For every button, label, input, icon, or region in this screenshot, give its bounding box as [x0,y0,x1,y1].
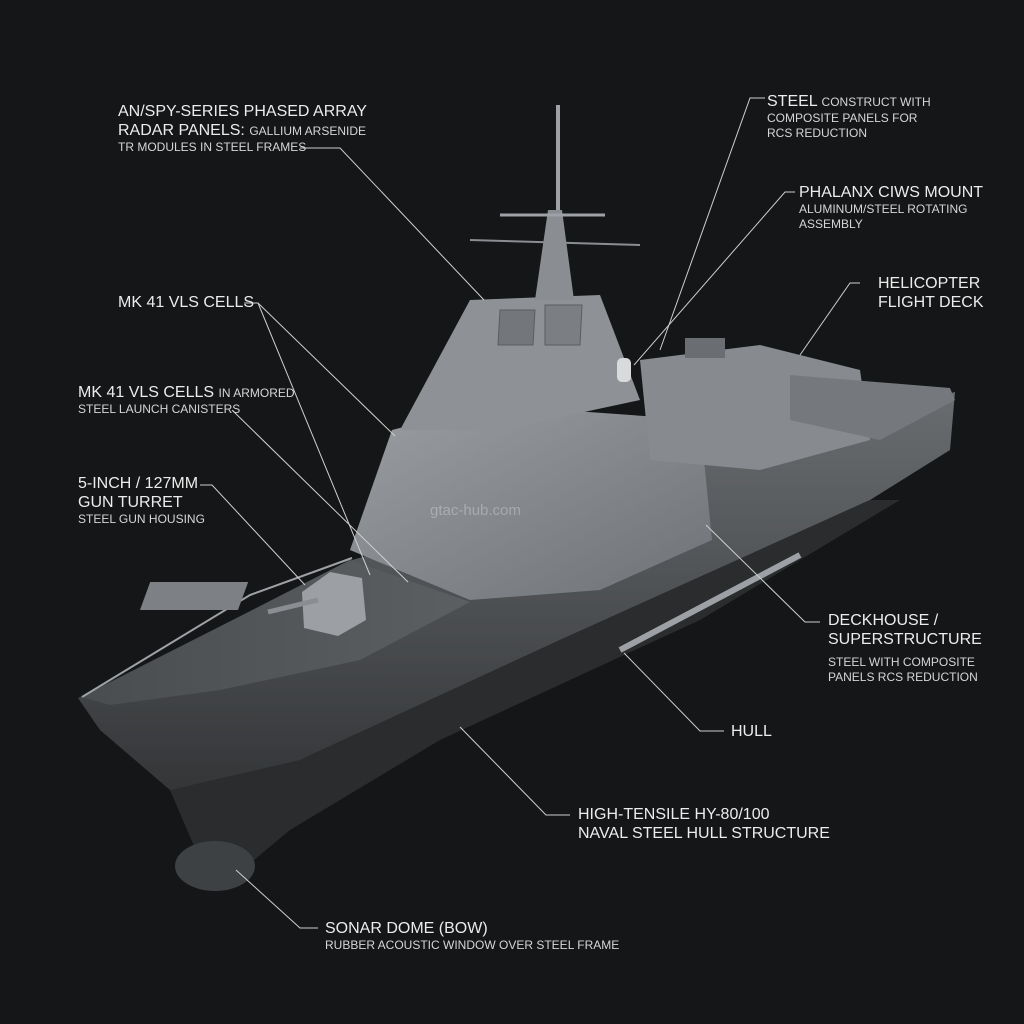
radar-label-line2-main: RADAR PANELS: [118,122,245,140]
leader-radar [300,147,485,301]
leader-steel [659,97,765,351]
forward-superstructure [350,405,712,600]
vls1-label-main: MK 41 VLS CELLS [118,294,255,311]
helo-label-line2: FLIGHT DECK [878,294,984,312]
radar-label-line3: TR MODULES IN STEEL FRAMES [118,140,307,155]
gun-barrel [267,597,319,615]
deckhouse-label-line1: DECKHOUSE / [828,612,939,629]
callout-phalanx: PHALANX CIWS MOUNT ALUMINUM/STEEL ROTATI… [799,183,983,231]
callout-radar: AN/SPY-SERIES PHASED ARRAY RADAR PANELS:… [118,102,367,155]
vls2-label-main-sub: IN ARMORED [218,386,295,400]
callout-helo: HELICOPTER FLIGHT DECK [878,274,984,312]
leader-phalanx [633,191,795,366]
steel-label-line2: COMPOSITE PANELS FOR [767,111,918,126]
radar-panel-side [497,309,536,346]
callout-gun: 5-INCH / 127MM GUN TURRET STEEL GUN HOUS… [78,474,205,527]
phalanx-label-line3: ASSEMBLY [799,216,863,231]
steel-label-main-sub: CONSTRUCT WITH [821,95,931,109]
leader-deckhouse [705,524,820,623]
helicopter-deck [790,375,955,440]
phalanx-label-line2: ALUMINUM/STEEL ROTATING [799,202,968,217]
leader-vls1b [257,302,371,576]
hull-lower [170,500,900,880]
yardarm-lower [469,239,641,246]
sonar-dome [175,841,255,891]
deckhouse-label-line3: STEEL WITH COMPOSITE [828,655,975,670]
callout-vls1: MK 41 VLS CELLS [118,293,254,312]
radar-label-line2-sub: GALLIUM ARSENIDE [249,124,367,139]
deckhouse-label-line2: SUPERSTRUCTURE [828,631,982,649]
main-deck [82,560,470,705]
gun-label-line2: GUN TURRET [78,494,183,512]
leader-vls2 [231,409,409,583]
callout-deckhouse: DECKHOUSE / SUPERSTRUCTURE STEEL WITH CO… [828,611,982,684]
steel-label-main: STEEL [767,93,818,110]
aft-superstructure [640,345,870,470]
steel-label-line3: RCS REDUCTION [767,125,868,140]
mast [535,210,574,300]
gun-label-line3: STEEL GUN HOUSING [78,512,205,527]
hull [78,392,955,830]
vls2-label-main: MK 41 VLS CELLS [78,384,215,401]
leader-hull [623,652,724,732]
sonar-label-line2: RUBBER ACOUSTIC WINDOW OVER STEEL FRAME [325,938,620,953]
callout-hullsteel: HIGH-TENSILE HY-80/100 NAVAL STEEL HULL … [578,805,830,843]
radar-panel [544,304,583,346]
phalanx-label-main: PHALANX CIWS MOUNT [799,184,984,201]
callout-steel: STEEL CONSTRUCT WITH COMPOSITE PANELS FO… [767,92,931,140]
hull-stripe [618,552,802,653]
gun-turret [302,572,366,636]
hullsteel-label-line2: NAVAL STEEL HULL STRUCTURE [578,825,830,843]
radar-label-main: AN/SPY-SERIES PHASED ARRAY [118,103,367,120]
leader-helo [799,282,860,356]
vls-cells [139,582,249,610]
funnel [685,338,725,358]
hull-label-main: HULL [731,723,772,740]
gun-label-line1: 5-INCH / 127MM [78,475,199,492]
sonar-label-main: SONAR DOME (BOW) [325,920,488,937]
callout-hull: HULL [731,722,772,741]
helo-label-line1: HELICOPTER [878,275,981,292]
leader-gun [200,484,306,586]
bow-rail [81,557,353,698]
watermark: gtac-hub.com [430,502,521,519]
hullsteel-label-line1: HIGH-TENSILE HY-80/100 [578,806,770,823]
deckhouse-label-line4: PANELS RCS REDUCTION [828,669,978,684]
leader-hullsteel [459,726,570,816]
callout-vls2: MK 41 VLS CELLS IN ARMORED STEEL LAUNCH … [78,383,295,417]
leader-sonar [235,869,318,929]
callout-sonar: SONAR DOME (BOW) RUBBER ACOUSTIC WINDOW … [325,919,619,953]
phalanx-mount [617,358,631,382]
vls2-label-line2: STEEL LAUNCH CANISTERS [78,402,241,417]
